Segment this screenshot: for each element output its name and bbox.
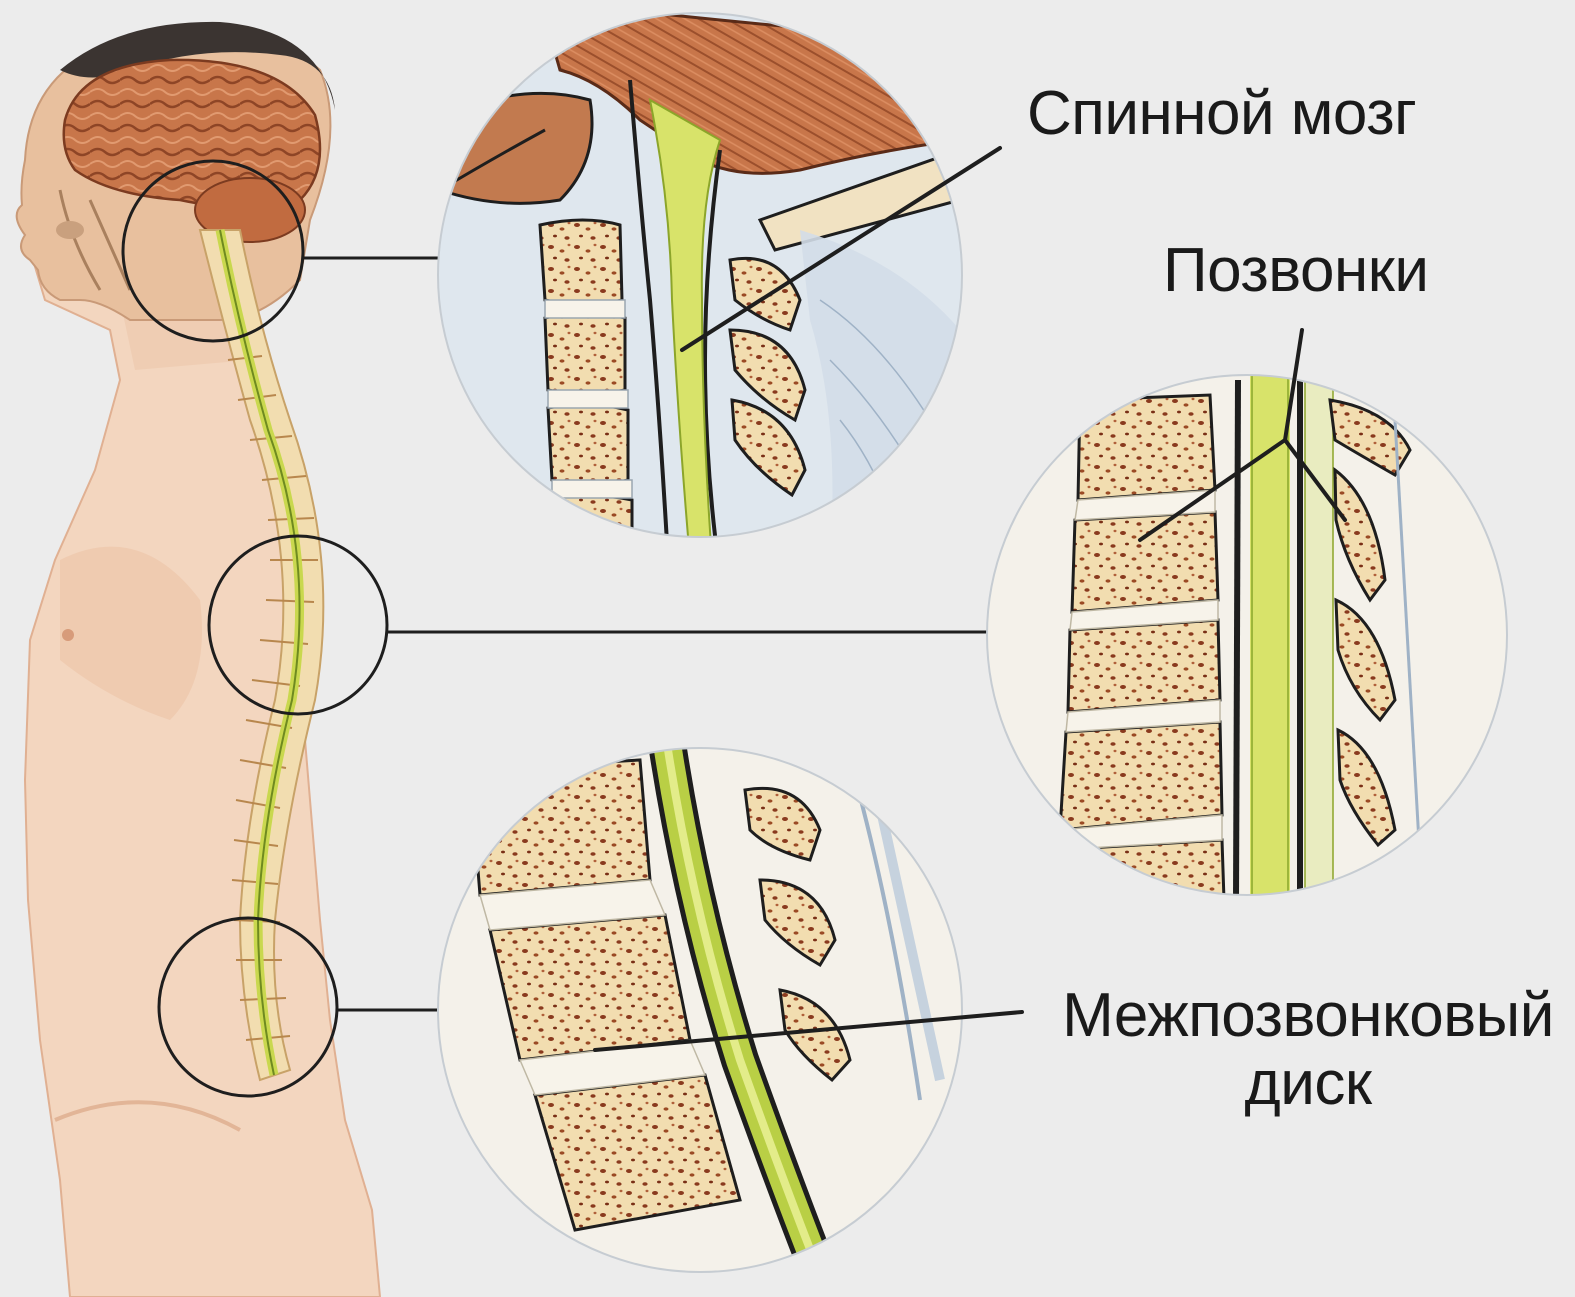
label-vertebrae: Позвонки (1163, 237, 1429, 305)
label-disc-line2: диск (1053, 1050, 1563, 1118)
zoom-thoracic (987, 370, 1507, 910)
label-intervertebral-disc: Межпозвонковый диск (1053, 982, 1563, 1118)
zoom-cervical (430, 0, 962, 560)
label-spinal-cord: Спинной мозг (1027, 80, 1416, 148)
zoom-lumbar (438, 730, 962, 1297)
label-disc-line1: Межпозвонковый (1053, 982, 1563, 1050)
body-silhouette (25, 230, 380, 1297)
human-figure (17, 22, 380, 1297)
